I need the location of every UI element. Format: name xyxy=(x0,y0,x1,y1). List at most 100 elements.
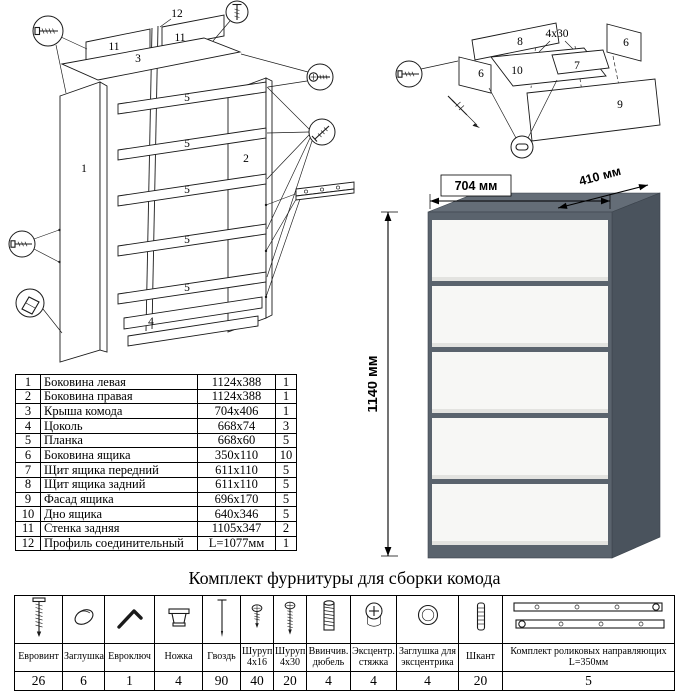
part-number: 10 xyxy=(15,506,41,522)
hw-icon-cell xyxy=(62,595,105,644)
hw-icon-cell xyxy=(154,595,203,644)
furniture-foot-icon xyxy=(167,608,190,627)
drawer-front-panel xyxy=(551,49,610,75)
part-label-5: 5 xyxy=(184,184,190,196)
part-label-6: 6 xyxy=(478,68,484,80)
drawer-slide-detail xyxy=(265,181,355,298)
part-size: 1105x347 xyxy=(197,520,276,537)
callout-screw-planks xyxy=(266,86,336,278)
hardware-kit-title: Комплект фурнитуры для сборки комода xyxy=(188,568,501,588)
part-qty: 1 xyxy=(275,388,297,405)
hw-qty-cell: 20 xyxy=(458,671,503,691)
part-label-3: 3 xyxy=(135,53,141,65)
left-side-panel xyxy=(59,81,108,363)
part-number: 5 xyxy=(15,432,41,449)
hex-key-icon xyxy=(116,609,143,629)
part-size: 640x346 xyxy=(197,506,276,522)
nail-icon xyxy=(217,599,226,637)
part-qty: 5 xyxy=(275,476,297,493)
part-size: 1124x388 xyxy=(197,388,276,405)
width-label: 704 мм xyxy=(455,179,498,193)
drawer-facade-panel xyxy=(526,78,661,142)
part-number: 6 xyxy=(15,447,41,464)
planks xyxy=(117,81,267,305)
part-number: 9 xyxy=(15,491,41,508)
screw-size-label: 4х30 xyxy=(546,28,569,40)
part-size: 611x110 xyxy=(197,462,276,478)
angled-screw-icon xyxy=(311,125,330,142)
part-name: Стенка задняя xyxy=(40,520,198,537)
hw-name-cell: Гвоздь xyxy=(202,643,241,672)
hw-qty-cell: 6 xyxy=(62,671,105,691)
hw-icon-cell xyxy=(273,595,307,644)
hw-name-cell: Евровинт xyxy=(14,643,63,672)
hw-qty-cell: 4 xyxy=(396,671,459,691)
callout-screw-top-right xyxy=(212,0,249,42)
hw-icon-cell xyxy=(202,595,241,644)
part-size: L=1077мм xyxy=(197,535,276,552)
top-panel xyxy=(60,37,242,81)
part-label-8: 8 xyxy=(517,36,523,48)
wooden-dowel-icon xyxy=(476,602,485,631)
part-label-6: 6 xyxy=(623,37,629,49)
part-label-5: 5 xyxy=(184,282,190,294)
part-qty: 5 xyxy=(275,506,297,522)
hw-qty-cell: 26 xyxy=(14,671,63,691)
drawer-exploded-diagram: 8 4х30 6 6 10 7 9 xyxy=(395,22,661,159)
drawer-side-panel-right xyxy=(606,23,642,62)
part-size: 350x110 xyxy=(197,447,276,464)
part-qty: 1 xyxy=(275,374,297,390)
hardware-names-row: Евровинт Заглушка Евроключ Ножка Гвоздь … xyxy=(14,643,675,672)
hardware-icons-row xyxy=(14,595,675,644)
part-label-11: 11 xyxy=(174,32,185,44)
part-number: 3 xyxy=(15,403,41,420)
part-name: Щит ящика передний xyxy=(40,462,198,478)
callout-confirmat-top xyxy=(32,15,88,94)
drawer-side-panel-left xyxy=(458,56,492,94)
height-dimension: 1140 мм xyxy=(368,211,398,557)
part-number: 2 xyxy=(15,388,41,405)
part-name: Дно ящика xyxy=(40,506,198,522)
confirmat-screw-icon xyxy=(34,26,58,36)
part-qty: 1 xyxy=(275,403,297,420)
part-label-12: 12 xyxy=(171,8,183,20)
part-label-5: 5 xyxy=(184,138,190,150)
part-qty: 5 xyxy=(275,432,297,449)
hw-name-cell: Ввинчив. дюбель xyxy=(306,643,351,672)
hw-qty-cell: 40 xyxy=(240,671,274,691)
part-size: 668x74 xyxy=(197,418,276,434)
plug-cap-icon xyxy=(74,609,93,625)
screw-position-dots xyxy=(58,203,268,299)
screw-direction-indicator xyxy=(447,95,480,128)
part-size: 696x170 xyxy=(197,491,276,508)
part-label-5: 5 xyxy=(184,234,190,246)
phillips-screw-icon xyxy=(308,72,330,82)
hw-name-cell: Шуруп 4х30 xyxy=(273,643,307,672)
hw-icon-cell xyxy=(458,595,503,644)
hw-name-cell: Евроключ xyxy=(104,643,155,672)
drawer-slides-icon xyxy=(512,602,665,629)
part-name: Профиль соединительный xyxy=(40,535,198,552)
part-name: Щит ящика задний xyxy=(40,476,198,493)
part-number: 4 xyxy=(15,418,41,434)
confirmat-screw-icon xyxy=(397,70,419,78)
height-label: 1140 мм xyxy=(368,356,381,413)
part-size: 704x406 xyxy=(197,403,276,420)
part-qty: 2 xyxy=(275,520,297,537)
hw-name-cell: Шуруп 4х16 xyxy=(240,643,274,672)
hw-name-cell: Шкант xyxy=(458,643,503,672)
hw-qty-cell: 4 xyxy=(306,671,351,691)
euro-screw-icon xyxy=(232,3,242,20)
hw-icon-cell xyxy=(396,595,459,644)
part-label-1: 1 xyxy=(81,163,87,175)
cam-lock-icon xyxy=(364,602,383,627)
part-size: 1124x388 xyxy=(197,374,276,390)
part-name: Цоколь xyxy=(40,418,198,434)
part-number: 12 xyxy=(15,535,41,552)
hw-qty-cell: 4 xyxy=(350,671,397,691)
